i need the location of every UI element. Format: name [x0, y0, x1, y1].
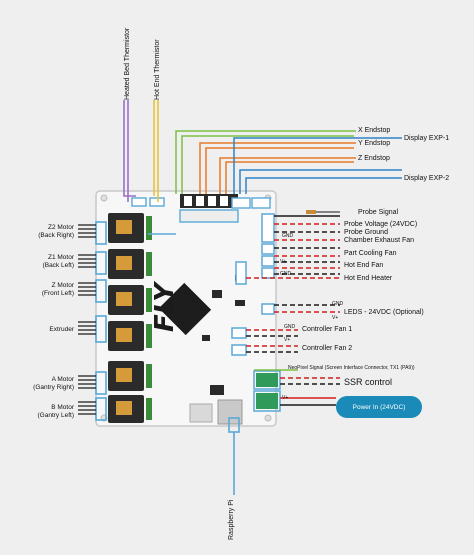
pin-label-vplus-4: V+	[282, 395, 289, 401]
power-terminals	[253, 370, 281, 412]
z2-motor-label: Z2 Motor(Back Right)	[38, 224, 74, 239]
leds-label: LEDS - 24VDC (Optional)	[344, 309, 424, 316]
b-motor-label: B Motor(Gantry Left)	[37, 404, 74, 419]
power-in-badge: Power In (24VDC)	[336, 396, 422, 418]
pin-label-gnd-2: GND	[280, 271, 292, 277]
stepper-drivers	[108, 213, 152, 423]
top-connectors	[131, 194, 271, 223]
board-brand: FLY	[150, 282, 180, 332]
chamber-exhaust-fan-label: Chamber Exhaust Fan	[344, 237, 415, 244]
display-exp1-label: Display EXP-1	[404, 135, 450, 142]
z1-motor-label: Z1 Motor(Back Left)	[42, 254, 74, 269]
x-endstop-label: X Endstop	[358, 127, 391, 134]
probe-voltage-label: Probe Voltage (24VDC)	[344, 221, 418, 228]
power-in-label: Power In (24VDC)	[352, 403, 406, 411]
heated-bed-thermistor-label: Heated Bed Thermistor	[124, 27, 131, 100]
probe-signal-label: Probe Signal	[358, 209, 399, 216]
controller-fan-1-label: Controller Fan 1	[302, 326, 353, 333]
pin-label-gnd-4: GND	[284, 324, 296, 330]
y-endstop-label: Y Endstop	[358, 140, 391, 147]
ssr-control-label: SSR control	[344, 377, 393, 387]
probe-ground-label: Probe Ground	[344, 229, 388, 236]
hot-end-heater-label: Hot End Heater	[344, 275, 393, 282]
a-motor-label: A Motor(Gantry Right)	[33, 376, 74, 391]
right-connectors	[231, 213, 275, 356]
usb-port	[217, 399, 243, 425]
pin-label-gnd-1: GND	[282, 233, 294, 239]
part-cooling-fan-label: Part Cooling Fan	[344, 250, 397, 257]
endstop-wires	[175, 130, 402, 194]
neopixel-label: NeoPixel Signal (Screen Interface Connec…	[288, 365, 415, 371]
hot-end-thermistor-label: Hot End Thermistor	[154, 39, 161, 100]
pin-label-vplus-2: V+	[332, 315, 339, 321]
signal-wires	[246, 215, 340, 406]
controller-fan-2-label: Controller Fan 2	[302, 345, 353, 352]
motor-wires	[78, 224, 96, 415]
z-motor-label: Z Motor(Front Left)	[41, 282, 74, 297]
mcu-chip	[158, 282, 212, 336]
extruder-label: Extruder	[49, 326, 74, 333]
raspberry-pi-label: Raspberry Pi	[228, 499, 235, 540]
pin-label-gnd-3: GND	[332, 301, 344, 307]
pin-label-vplus-1: V+	[280, 259, 287, 265]
pin-label-vplus-3: V+	[284, 337, 291, 343]
z-endstop-label: Z Endstop	[358, 155, 390, 162]
thermistor-wires	[123, 100, 159, 202]
hot-end-fan-label: Hot End Fan	[344, 262, 384, 269]
display-exp2-label: Display EXP-2	[404, 175, 450, 182]
